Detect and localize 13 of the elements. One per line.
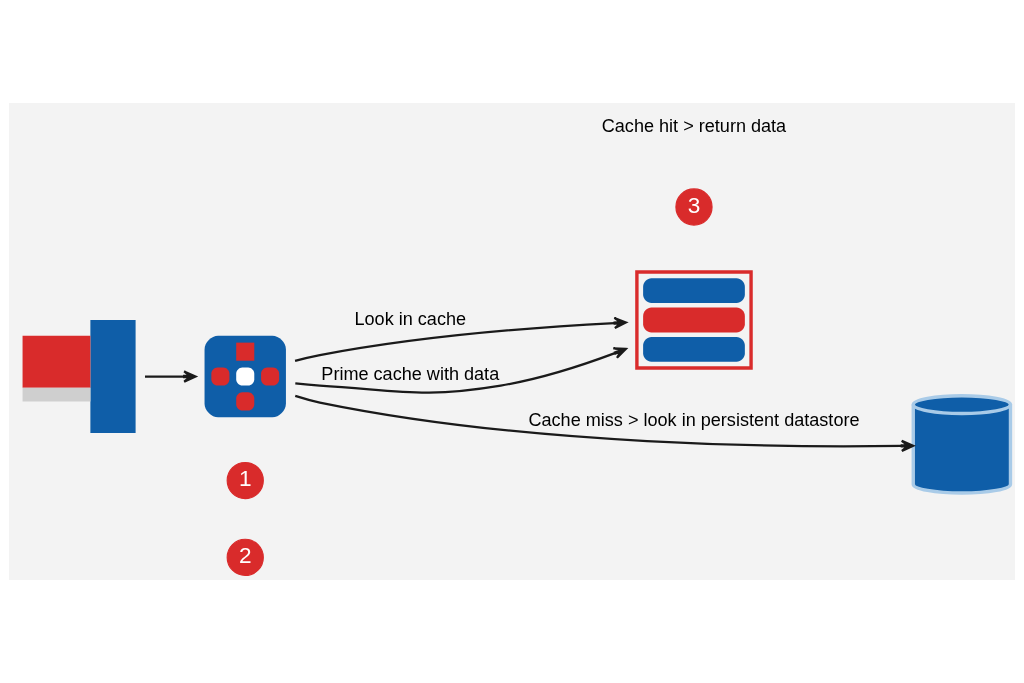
arrow: [145, 370, 197, 383]
edge-label: Look in cache: [354, 309, 467, 330]
node-picture: [635, 270, 753, 370]
node-picture: [204, 335, 286, 418]
edge-label: Cache miss > look in persistent datastore: [528, 410, 860, 431]
node-circle: 1: [226, 461, 264, 500]
arrow: [294, 316, 628, 362]
arrow: [294, 394, 915, 453]
arrow: [295, 347, 627, 394]
node-circle: 2: [226, 538, 264, 577]
node-circle: 3: [675, 188, 713, 226]
label: Cache hit > return data: [601, 116, 787, 137]
edge-label: Prime cache with data: [321, 363, 500, 384]
